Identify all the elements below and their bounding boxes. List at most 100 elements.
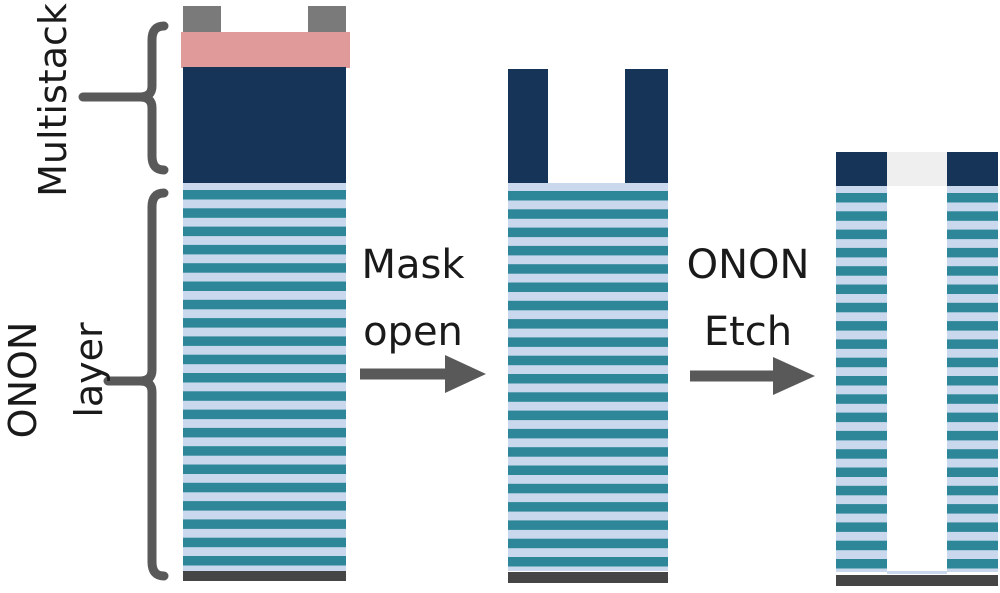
- stack3-onon-left-dark-layer: [836, 321, 887, 331]
- stack3-hardmask-right: [947, 152, 998, 186]
- stack1-onon-dark-layer: [183, 556, 346, 566]
- stack3-onon-right-dark-layer: [947, 339, 998, 349]
- stack3-onon-left-dark-layer: [836, 412, 887, 423]
- stack1-onon-dark-layer: [183, 373, 346, 383]
- onon-bracket: [103, 188, 169, 581]
- multistack-label: Multistack: [31, 3, 75, 197]
- resist-pattern-right: [308, 6, 346, 33]
- stack3-onon-left-dark-layer: [836, 504, 887, 514]
- resist-pattern-left: [183, 6, 221, 33]
- stack3-onon-left-dark-layer: [836, 229, 887, 240]
- stack1-substrate: [183, 571, 346, 581]
- stack3-onon-right-dark-layer: [947, 357, 998, 368]
- stack3-onon-left-dark-layer: [836, 193, 887, 203]
- onon-etch-label-line2: Etch: [704, 309, 792, 355]
- stack3-onon-left-dark-layer: [836, 394, 887, 404]
- stack2-onon-dark-layer: [508, 227, 668, 238]
- stack3-onon-right-dark-layer: [947, 266, 998, 276]
- multistack-bracket: [78, 21, 169, 175]
- stack3-onon-right-dark-layer: [947, 412, 998, 423]
- stack3-onon-left-dark-layer: [836, 522, 887, 532]
- stack1-onon-dark-layer: [183, 519, 346, 529]
- stack2-substrate: [508, 572, 668, 583]
- stack2-onon-dark-layer: [508, 355, 668, 366]
- stack1-onon-dark-layer: [183, 482, 346, 493]
- hardmask-right: [625, 69, 668, 184]
- stack2-onon-dark-layer: [508, 428, 668, 439]
- stack1-onon-dark-layer: [183, 409, 346, 420]
- stack2-onon-dark-layer: [508, 337, 668, 347]
- stack3-onon-right-dark-layer: [947, 485, 998, 496]
- stack3-onon-left-dark-layer: [836, 559, 887, 569]
- hardmask-layer: [183, 67, 346, 183]
- stack3-onon-left-dark-layer: [836, 247, 887, 258]
- stack3-onon-left-dark-layer: [836, 357, 887, 368]
- stack1-onon-dark-layer: [183, 190, 346, 200]
- stack3-onon-left-dark-layer: [836, 485, 887, 496]
- stack3-onon-right-dark-layer: [947, 540, 998, 551]
- stack3-onon-left-dark-layer: [836, 339, 887, 349]
- onon-label: ONON: [1, 322, 45, 439]
- stack3-onon-left-dark-layer: [836, 430, 887, 441]
- mask-open-label-line1: Mask: [361, 242, 465, 288]
- stack3-onon-right-dark-layer: [947, 229, 998, 240]
- mask-open-label-line2: open: [363, 309, 463, 355]
- stack1-onon-dark-layer: [183, 208, 346, 218]
- stack2-onon-dark-layer: [508, 392, 668, 402]
- stack3-onon-left-dark-layer: [836, 211, 887, 221]
- stack3-substrate: [836, 575, 998, 586]
- stack2-onon-dark-layer: [508, 282, 668, 292]
- hardmask-left: [508, 69, 548, 184]
- stack2-onon-dark-layer: [508, 538, 668, 549]
- stack2-onon-dark-layer: [508, 483, 668, 494]
- stack3-onon-right-dark-layer: [947, 321, 998, 331]
- stack3-onon-left-dark-layer: [836, 467, 887, 477]
- stack3-onon-left-dark-layer: [836, 449, 887, 459]
- stack3-onon-right-dark-layer: [947, 504, 998, 514]
- stack1-onon-dark-layer: [183, 318, 346, 328]
- stack3-onon-left-dark-layer: [836, 284, 887, 294]
- stack2-onon-dark-layer: [508, 374, 668, 384]
- stack3-onon-right-dark-layer: [947, 211, 998, 221]
- stack1-onon-dark-layer: [183, 501, 346, 511]
- stack2-onon-dark-layer: [508, 319, 668, 329]
- stack3-onon-left-dark-layer: [836, 302, 887, 313]
- stack2-onon-dark-layer: [508, 410, 668, 421]
- onon-etch-label-line1: ONON: [687, 242, 810, 288]
- stack1-onon-dark-layer: [183, 464, 346, 474]
- stack3-onon-right-dark-layer: [947, 247, 998, 258]
- photoresist-layer: [181, 32, 350, 68]
- stack1-onon-dark-layer: [183, 299, 346, 310]
- mask-open-arrow-head: [445, 355, 486, 393]
- stack1-onon-dark-layer: [183, 427, 346, 438]
- layer-label: layer: [67, 322, 111, 418]
- stack3-onon-right-dark-layer: [947, 193, 998, 203]
- stack2-onon-dark-layer: [508, 300, 668, 311]
- stack2-onon-dark-layer: [508, 264, 668, 274]
- stack3-onon-right-dark-layer: [947, 522, 998, 532]
- stack2-onon-dark-layer: [508, 520, 668, 530]
- stack2-onon-dark-layer: [508, 502, 668, 512]
- stack3-hole-bottom: [887, 571, 947, 574]
- stack3-onon-right-dark-layer: [947, 449, 998, 459]
- stack3-etched-mask-gap: [887, 152, 947, 186]
- stack2-onon-dark-layer: [508, 191, 668, 201]
- stack3-onon-right-dark-layer: [947, 430, 998, 441]
- stack1-onon-dark-layer: [183, 537, 346, 548]
- stack3-onon-right-dark-layer: [947, 394, 998, 404]
- stack3-onon-left-dark-layer: [836, 540, 887, 551]
- stack3-onon-left-dark-layer: [836, 266, 887, 276]
- stack1-onon-dark-layer: [183, 446, 346, 456]
- stack2-onon-dark-layer: [508, 557, 668, 567]
- stack3-onon-right-dark-layer: [947, 284, 998, 294]
- stack1-onon-dark-layer: [183, 263, 346, 273]
- stack1-onon-dark-layer: [183, 391, 346, 401]
- stack2-onon-dark-layer: [508, 465, 668, 475]
- stack3-onon-right-dark-layer: [947, 559, 998, 569]
- stack3-hardmask-left: [836, 152, 887, 186]
- stack1-onon-dark-layer: [183, 226, 346, 237]
- stack3-onon-right-dark-layer: [947, 302, 998, 313]
- stack2-onon-dark-layer: [508, 209, 668, 219]
